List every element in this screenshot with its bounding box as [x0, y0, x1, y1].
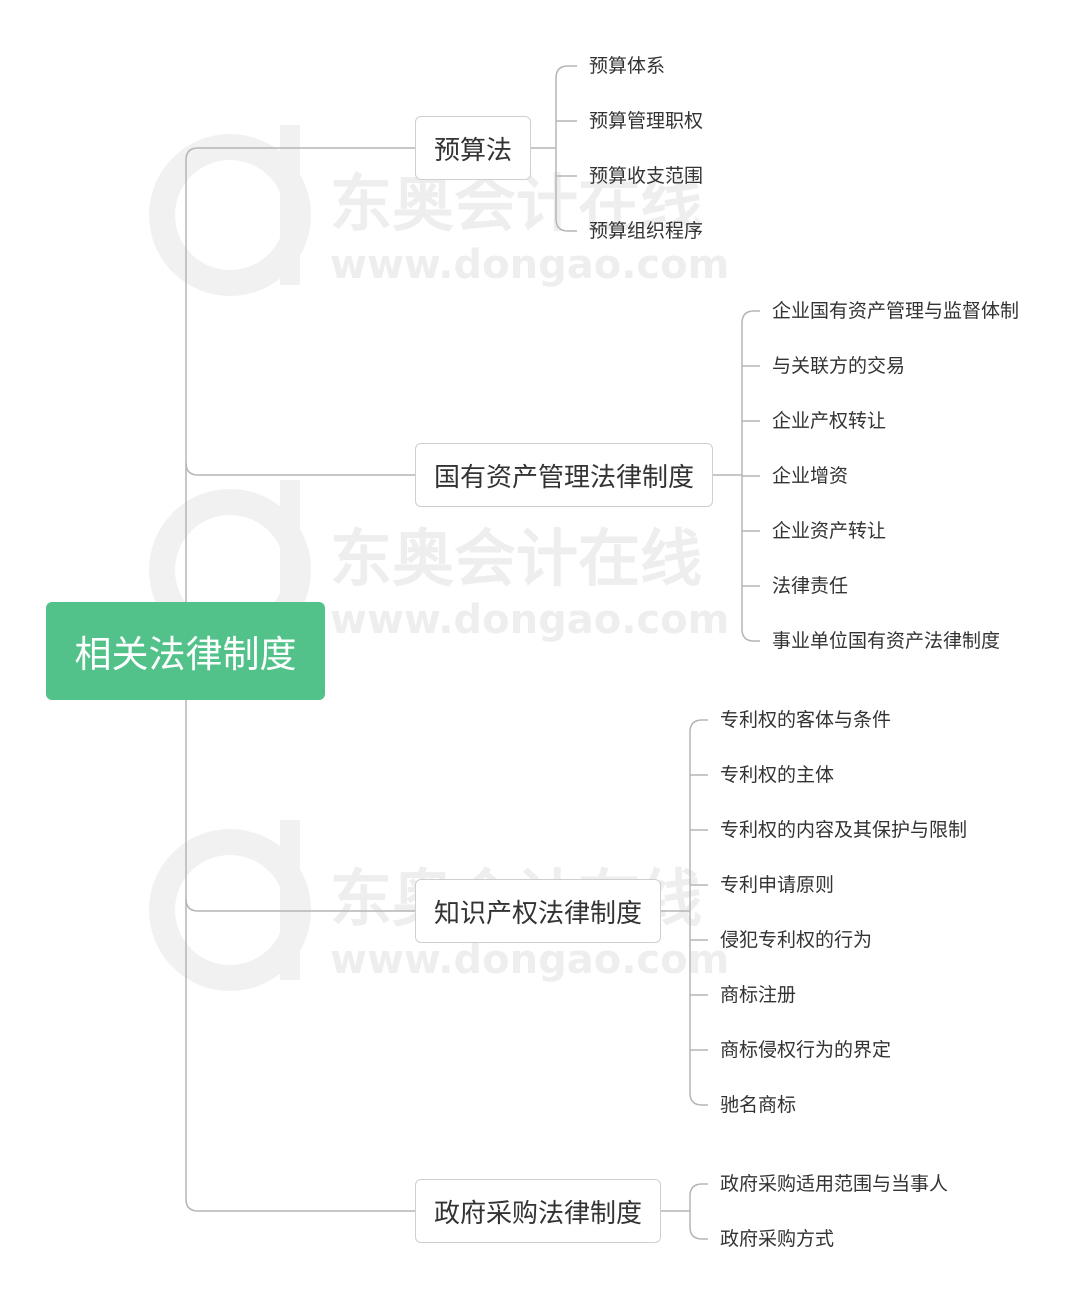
leaf-connector-line [555, 218, 577, 232]
leaf-connector-line [689, 1092, 708, 1106]
root-node[interactable]: 相关法律制度 [46, 602, 325, 700]
leaf-node[interactable]: 预算组织程序 [589, 220, 704, 242]
branch-government-procurement[interactable]: 政府采购法律制度 [415, 1179, 661, 1243]
watermark-logo-stem [280, 480, 300, 640]
leaf-node[interactable]: 专利申请原则 [720, 874, 835, 896]
leaf-node[interactable]: 企业资产转让 [772, 520, 887, 542]
branch-budget-law[interactable]: 预算法 [415, 116, 531, 180]
leaf-node[interactable]: 商标注册 [720, 984, 797, 1006]
branch-label: 知识产权法律制度 [433, 898, 642, 929]
leaf-node[interactable]: 政府采购适用范围与当事人 [720, 1173, 949, 1195]
watermark-logo-stem [280, 125, 300, 285]
leaf-node[interactable]: 预算体系 [589, 55, 666, 77]
branch-connector-line [185, 147, 415, 161]
leaf-connector-line [689, 1183, 708, 1197]
leaf-node[interactable]: 预算收支范围 [589, 165, 704, 187]
branch-connector-line [185, 898, 415, 912]
leaf-connector-line [741, 628, 760, 642]
leaf-connector-line [555, 65, 577, 79]
watermark-name: 东奥会计在线 [330, 522, 702, 595]
leaf-node[interactable]: 专利权的客体与条件 [720, 709, 892, 731]
leaf-node[interactable]: 预算管理职权 [589, 110, 704, 132]
branch-intellectual-property[interactable]: 知识产权法律制度 [415, 879, 661, 943]
leaf-node[interactable]: 法律责任 [772, 575, 849, 597]
branch-label: 政府采购法律制度 [433, 1198, 642, 1229]
leaf-connector-line [741, 310, 760, 324]
watermark-url: www.dongao.com [330, 937, 729, 983]
branch-label: 国有资产管理法律制度 [433, 462, 694, 493]
leaf-node[interactable]: 事业单位国有资产法律制度 [772, 630, 1001, 652]
leaf-node[interactable]: 企业增资 [772, 465, 849, 487]
leaf-connector-line [689, 719, 708, 733]
leaf-connector-line [689, 1226, 708, 1240]
branch-state-assets[interactable]: 国有资产管理法律制度 [415, 443, 713, 507]
leaf-node[interactable]: 侵犯专利权的行为 [720, 929, 873, 951]
leaf-node[interactable]: 商标侵权行为的界定 [720, 1039, 892, 1061]
branch-connector-line [185, 462, 415, 476]
leaf-node[interactable]: 驰名商标 [720, 1094, 797, 1116]
branch-label: 预算法 [433, 135, 512, 166]
leaf-node[interactable]: 企业国有资产管理与监督体制 [772, 300, 1020, 322]
watermark-url: www.dongao.com [330, 597, 729, 643]
branch-connector-line [185, 1198, 415, 1212]
leaf-node[interactable]: 专利权的主体 [720, 764, 835, 786]
leaf-node[interactable]: 政府采购方式 [720, 1228, 835, 1250]
leaf-node[interactable]: 与关联方的交易 [772, 355, 906, 377]
watermark-url: www.dongao.com [330, 242, 729, 288]
leaf-node[interactable]: 企业产权转让 [772, 410, 887, 432]
leaf-node[interactable]: 专利权的内容及其保护与限制 [720, 819, 968, 841]
watermark-logo-stem [280, 820, 300, 980]
